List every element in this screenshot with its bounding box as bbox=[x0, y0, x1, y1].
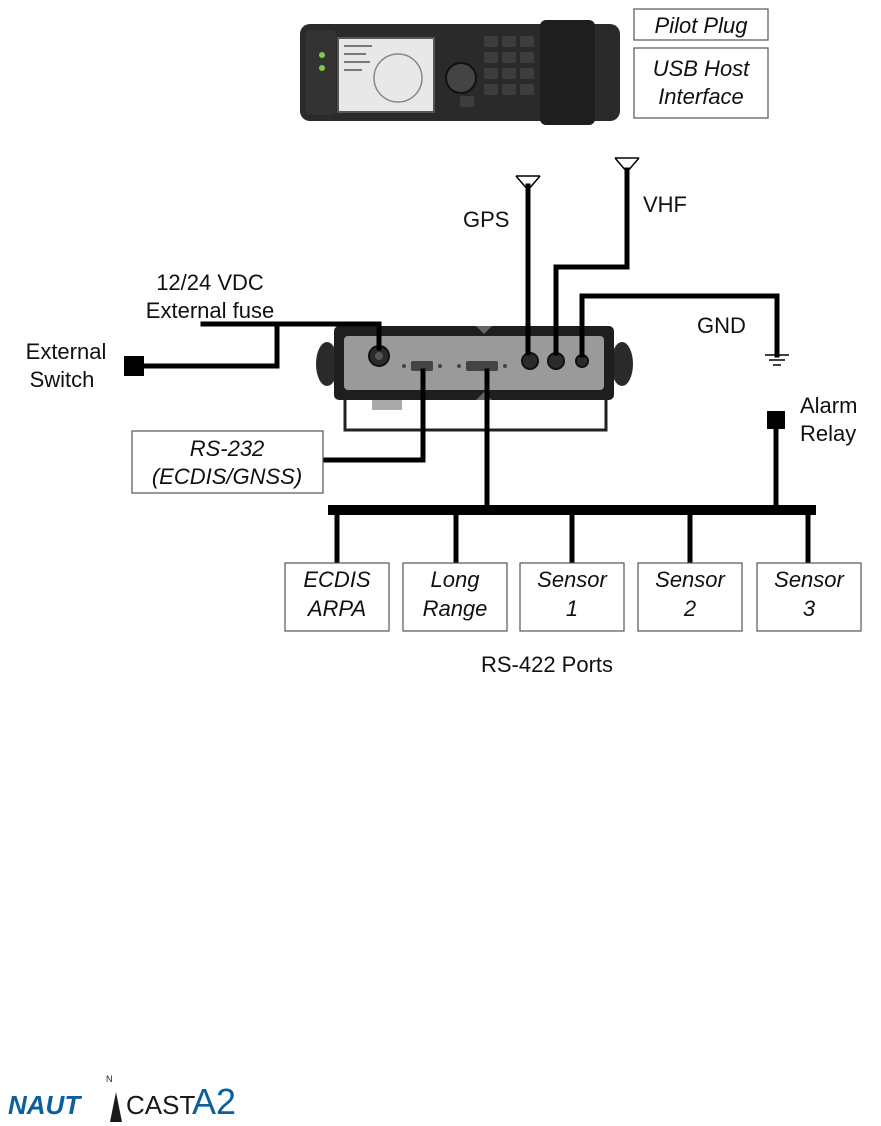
port-label-line1: Sensor bbox=[774, 567, 845, 592]
rs422-port-sensor-2: Sensor 2 bbox=[638, 563, 742, 631]
port-label-line2: 2 bbox=[683, 596, 696, 621]
port-label-line1: ECDIS bbox=[303, 567, 371, 592]
port-label-line1: Sensor bbox=[537, 567, 608, 592]
alarm-relay-label-line2: Relay bbox=[800, 421, 856, 446]
alarm-relay-terminal bbox=[767, 411, 785, 429]
logo-text-naut: NAUT bbox=[8, 1090, 82, 1120]
power-supply-label-line1: 12/24 VDC bbox=[156, 270, 264, 295]
transponder-unit bbox=[316, 326, 633, 430]
display-unit bbox=[300, 20, 620, 125]
external-switch-label-line1: External bbox=[26, 339, 107, 364]
rs232-label-line2: (ECDIS/GNSS) bbox=[152, 464, 302, 489]
gnd-label: GND bbox=[697, 313, 746, 338]
port-label-line2: Range bbox=[423, 596, 488, 621]
port-label-line1: Sensor bbox=[655, 567, 726, 592]
external-switch-terminal bbox=[124, 356, 144, 376]
vhf-label: VHF bbox=[643, 192, 687, 217]
rs422-ports-caption: RS-422 Ports bbox=[481, 652, 613, 677]
rs422-port-ecdis-arpa: ECDIS ARPA bbox=[285, 563, 389, 631]
rs422-port-sensor-3: Sensor 3 bbox=[757, 563, 861, 631]
rs422-port-sensor-1: Sensor 1 bbox=[520, 563, 624, 631]
nauticast-logo: NAUT N CAST A2 bbox=[6, 1066, 266, 1126]
power-supply-label-line2: External fuse bbox=[146, 298, 274, 323]
usb-host-label-line1: USB Host bbox=[653, 56, 750, 81]
port-label-line1: Long bbox=[431, 567, 481, 592]
rs422-connector bbox=[466, 361, 498, 371]
port-label-line2: 1 bbox=[566, 596, 578, 621]
compass-needle-icon bbox=[110, 1092, 122, 1122]
navigation-dial bbox=[446, 63, 476, 93]
alarm-relay-label-line1: Alarm bbox=[800, 393, 857, 418]
rs232-label-line1: RS-232 bbox=[190, 436, 265, 461]
gps-label: GPS bbox=[463, 207, 509, 232]
logo-compass-letter: N bbox=[106, 1074, 113, 1084]
external-switch-label-line2: Switch bbox=[30, 367, 95, 392]
logo-text-cast: CAST bbox=[126, 1090, 195, 1120]
port-label-line2: ARPA bbox=[306, 596, 366, 621]
usb-host-label-line2: Interface bbox=[658, 84, 744, 109]
pilot-plug-label: Pilot Plug bbox=[655, 13, 749, 38]
rs422-port-long-range: Long Range bbox=[403, 563, 507, 631]
port-label-line2: 3 bbox=[803, 596, 816, 621]
logo-text-model: A2 bbox=[192, 1081, 236, 1122]
device-screen bbox=[338, 38, 434, 112]
